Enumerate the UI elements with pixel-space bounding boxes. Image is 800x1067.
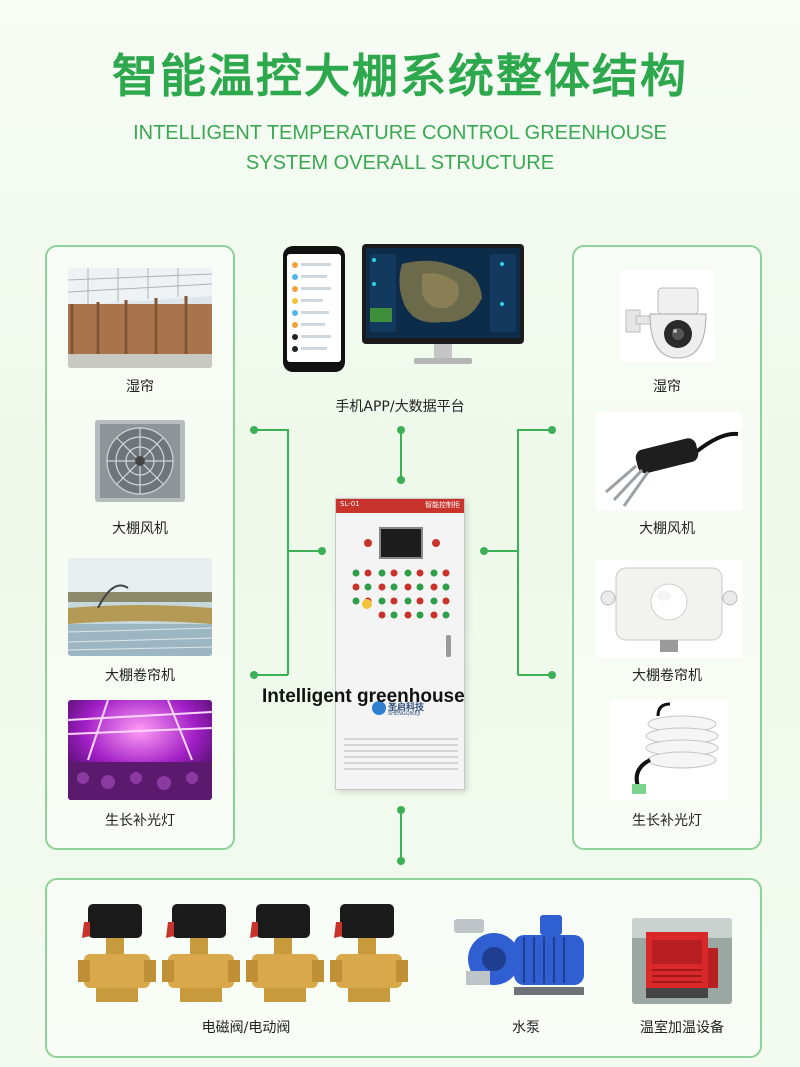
right-connector-vertical — [517, 429, 519, 675]
bottom-connector-line — [400, 810, 402, 860]
bottom-connector-dot-bottom — [397, 857, 405, 865]
right-item-4-label: 生长补光灯 — [632, 813, 702, 829]
monitor-icon — [362, 244, 524, 364]
page-title: 智能温控大棚系统整体结构 — [112, 49, 688, 103]
left-connector-to-cabinet — [288, 550, 322, 552]
bottom-item-1-label: 电磁阀/电动阀 — [201, 1020, 291, 1036]
light-sensor-image — [596, 560, 742, 658]
wet-curtain-photo — [68, 268, 212, 368]
left-connector-vertical — [287, 429, 289, 675]
grow-light-image — [68, 700, 212, 800]
right-connector-to-cabinet — [484, 550, 518, 552]
cabinet-header: SL-01 智能控制柜 — [336, 499, 464, 513]
cabinet-brand-sub: SHENGQIKEJI — [388, 711, 421, 717]
dome-camera-photo — [620, 270, 715, 362]
right-connector-dot-cabinet — [480, 547, 488, 555]
cabinet-screen — [379, 527, 423, 559]
solenoid-valve-photo — [76, 900, 416, 1010]
bottom-item-3-label: 温室加温设备 — [640, 1020, 724, 1036]
water-pump-photo — [454, 905, 594, 1005]
right-item-3-label: 大棚卷帘机 — [632, 668, 702, 684]
right-connector-top — [518, 429, 550, 431]
right-item-1-label: 湿帘 — [653, 379, 681, 395]
left-item-1-label: 湿帘 — [126, 379, 154, 395]
phone-icon — [283, 246, 345, 372]
dome-camera-image — [620, 270, 715, 362]
big-data-monitor-image — [362, 244, 524, 372]
weather-shield-image — [610, 700, 728, 800]
phone-app-image — [282, 245, 346, 373]
right-connector-dot-top — [548, 426, 556, 434]
left-item-2-label: 大棚风机 — [112, 521, 168, 537]
cabinet-header-right: 智能控制柜 — [425, 501, 460, 509]
cabinet-handle — [446, 635, 451, 657]
control-cabinet: SL-01 智能控制柜 圣启科技 SHENGQIKEJI — [335, 498, 465, 790]
right-connector-bottom — [518, 674, 550, 676]
cabinet-warning-label — [362, 599, 372, 609]
right-connector-dot-bottom — [548, 671, 556, 679]
solenoid-valves-image — [78, 904, 408, 1002]
curtain-roller-photo — [68, 558, 212, 656]
exhaust-fan-image — [95, 420, 185, 502]
left-connector-bottom — [254, 674, 288, 676]
curtain-roller-image — [68, 558, 212, 656]
top-connector-dot-cabinet — [397, 476, 405, 484]
weather-shield-sensor-photo — [610, 700, 728, 800]
grow-light-photo — [68, 700, 212, 800]
heater-image — [632, 918, 732, 1004]
light-sensor-photo — [596, 560, 742, 658]
soil-sensor-image — [596, 412, 742, 510]
left-connector-top — [254, 429, 288, 431]
exhaust-fan-photo — [95, 420, 185, 502]
bottom-item-2-label: 水泵 — [512, 1020, 540, 1036]
cabinet-knob — [432, 539, 440, 547]
heater-photo — [632, 918, 732, 1004]
subtitle-line-1: INTELLIGENT TEMPERATURE CONTROL GREENHOU… — [133, 122, 667, 144]
left-connector-dot-cabinet — [318, 547, 326, 555]
page-subtitle: INTELLIGENT TEMPERATURE CONTROL GREENHOU… — [0, 118, 800, 178]
soil-sensor-photo — [596, 412, 742, 510]
left-item-3-label: 大棚卷帘机 — [105, 668, 175, 684]
cabinet-button-grid — [352, 569, 450, 619]
cabinet-brand: 圣启科技 — [388, 703, 425, 713]
top-center-caption: 手机APP/大数据平台 — [335, 399, 465, 415]
left-item-4-label: 生长补光灯 — [105, 813, 175, 829]
water-pump-image — [454, 915, 584, 995]
right-item-2-label: 大棚风机 — [639, 521, 695, 537]
cabinet-knob — [364, 539, 372, 547]
subtitle-line-2: SYSTEM OVERALL STRUCTURE — [245, 152, 555, 174]
cabinet-brand-logo — [372, 701, 386, 715]
wet-curtain-image — [68, 268, 212, 368]
cabinet-overlay-label: Intelligent greenhouse — [262, 686, 465, 707]
top-connector-line — [400, 430, 402, 478]
cabinet-vent — [344, 738, 458, 770]
cabinet-header-left: SL-01 — [340, 500, 360, 508]
